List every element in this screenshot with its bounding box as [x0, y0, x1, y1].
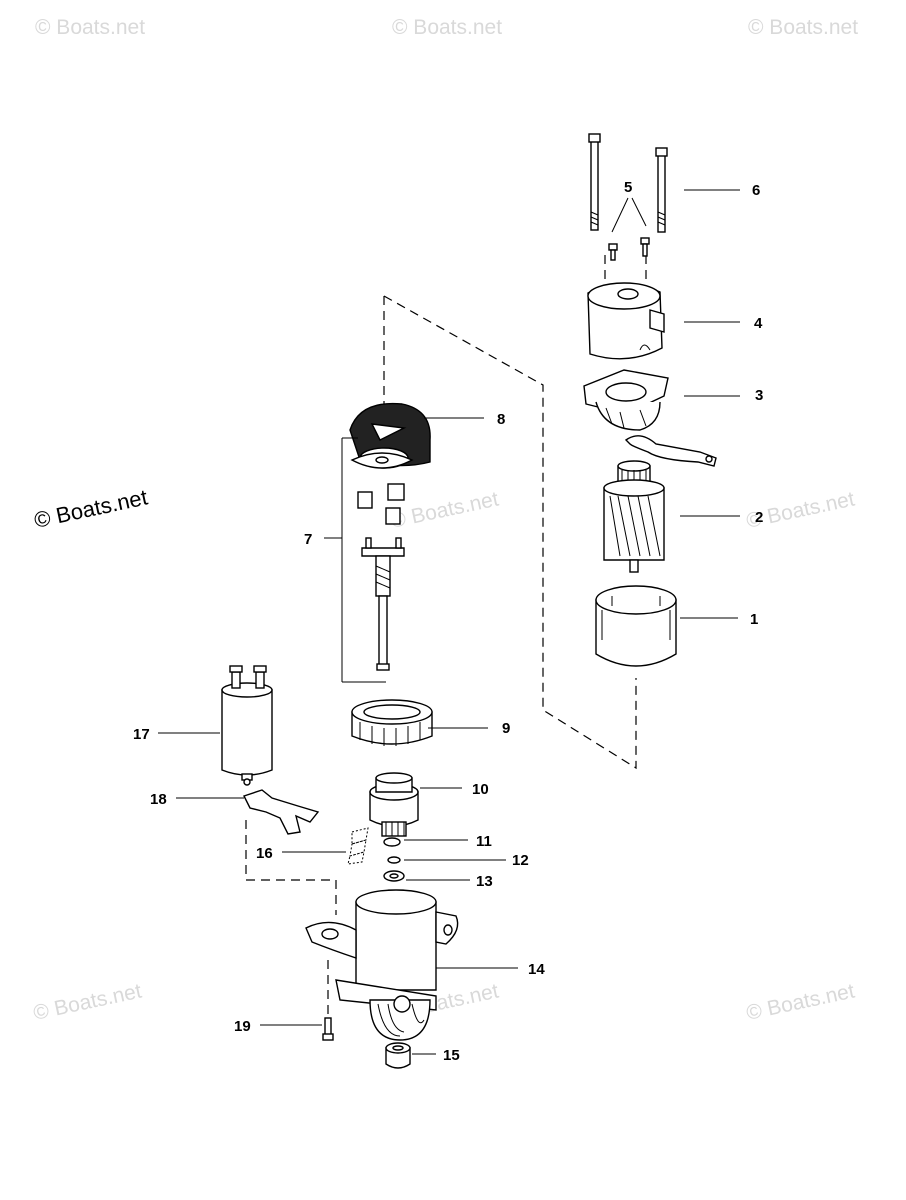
screw-left-shank [610, 249, 616, 261]
dashed-line-right-loop [383, 295, 637, 770]
screw-left-head [608, 243, 618, 251]
small-drive-parts [383, 837, 405, 882]
assembly-dashed-lines [245, 255, 647, 1018]
screw-right-head [640, 237, 650, 245]
screw-right-shank [642, 243, 648, 257]
watermark-top-left: © Boats.net [35, 16, 145, 39]
callout-9: 9 [502, 720, 510, 737]
callout-numbers: 1 2 3 4 5 6 7 8 9 10 11 12 13 14 15 16 1… [133, 179, 763, 1064]
watermark-mid-center: © Boats.net [388, 487, 501, 532]
brush-plate [583, 369, 717, 467]
stop-ring [383, 837, 401, 847]
callout-13: 13 [476, 873, 493, 890]
callout-2: 2 [755, 509, 763, 526]
callout-18: 18 [150, 791, 167, 808]
callout-14: 14 [528, 961, 545, 978]
end-cap [587, 282, 665, 360]
solenoid [221, 665, 273, 786]
watermark-bottom-left: © Boats.net [31, 979, 144, 1024]
callout-10: 10 [472, 781, 489, 798]
callout-15: 15 [443, 1047, 460, 1064]
callout-7: 7 [304, 531, 312, 548]
bushing [385, 1042, 411, 1069]
callout-5: 5 [624, 179, 632, 196]
callout-12: 12 [512, 852, 529, 869]
screws [608, 237, 650, 261]
ring-gear [351, 699, 433, 746]
watermark-top-center: © Boats.net [392, 16, 502, 39]
through-bolt-right-head [655, 147, 668, 157]
watermark-bottom-right: © Boats.net [744, 979, 857, 1024]
watermarks: © Boats.net © Boats.net © Boats.net © Bo… [31, 16, 858, 1025]
drive-pinion [369, 772, 419, 837]
callout-6: 6 [752, 182, 760, 199]
leader-5 [611, 197, 647, 233]
planet-gear-2 [387, 483, 405, 501]
drive-housing [305, 889, 459, 1041]
callout-16: 16 [256, 845, 273, 862]
callout-17: 17 [133, 726, 150, 743]
planetary-gear-set [350, 452, 414, 671]
callout-3: 3 [755, 387, 763, 404]
armature [603, 460, 665, 573]
plunger-spring [347, 827, 369, 865]
leader-7 [324, 437, 386, 683]
planet-gear-1 [357, 491, 373, 509]
through-bolt-left-head [588, 133, 601, 143]
through-bolt-left [590, 137, 599, 231]
dashed-line-lower-left [245, 820, 337, 915]
retainer [387, 856, 401, 864]
watermark-top-right: © Boats.net [748, 16, 858, 39]
shift-fork [243, 789, 320, 835]
through-bolts [588, 133, 668, 233]
leader-lines [158, 189, 740, 1055]
callout-11: 11 [476, 833, 492, 850]
bolt [322, 1017, 334, 1041]
callout-19: 19 [234, 1018, 251, 1035]
watermark-mid-left: © Boats.net [32, 484, 150, 532]
callout-4: 4 [754, 315, 763, 332]
planet-gear-3 [385, 507, 401, 525]
housing [595, 585, 677, 667]
callout-1: 1 [750, 611, 758, 628]
callout-8: 8 [497, 411, 505, 428]
